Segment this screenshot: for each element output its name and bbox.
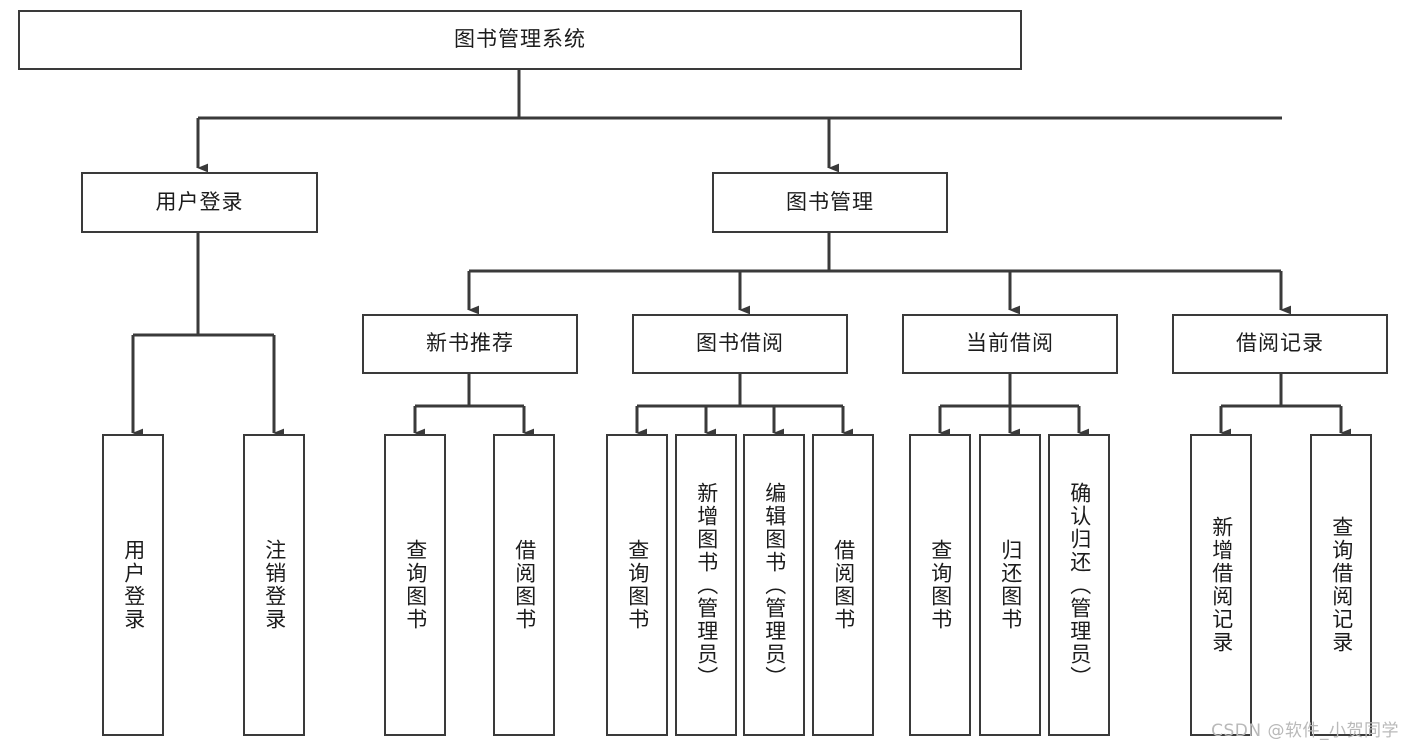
- edge-group-current-borrow: [938, 374, 1090, 438]
- node-current-borrow-label: 当前借阅: [966, 331, 1054, 356]
- leaf-logout-login-label: 注销登录: [262, 539, 287, 631]
- leaf-user-login[interactable]: 用户登录: [102, 434, 164, 736]
- leaf-add-book[interactable]: 新增图书（管理员）: [675, 434, 737, 736]
- node-book-borrow[interactable]: 图书借阅: [632, 314, 848, 374]
- leaf-query-book-1-label: 查询图书: [403, 539, 428, 631]
- leaf-query-record-label: 查询借阅记录: [1329, 516, 1354, 654]
- node-book-management-label: 图书管理: [786, 189, 874, 214]
- leaf-borrow-book-1[interactable]: 借阅图书: [493, 434, 555, 736]
- node-borrow-record-label: 借阅记录: [1236, 331, 1324, 356]
- leaf-add-record-label: 新增借阅记录: [1209, 516, 1234, 654]
- node-new-book-recommend-label: 新书推荐: [426, 331, 514, 356]
- node-root[interactable]: 图书管理系统: [18, 10, 1022, 70]
- edge-group-book-borrow: [635, 374, 854, 438]
- node-book-borrow-label: 图书借阅: [696, 331, 784, 356]
- leaf-add-record[interactable]: 新增借阅记录: [1190, 434, 1252, 736]
- leaf-edit-book-label: 编辑图书（管理员）: [762, 481, 787, 689]
- node-book-management[interactable]: 图书管理: [712, 172, 948, 233]
- edge-group-book-management: [467, 233, 1292, 315]
- leaf-add-book-label: 新增图书（管理员）: [694, 481, 719, 689]
- node-current-borrow[interactable]: 当前借阅: [902, 314, 1118, 374]
- edge-group-borrow-record: [1219, 374, 1352, 438]
- leaf-return-book-label: 归还图书: [998, 539, 1023, 631]
- leaf-confirm-return-label: 确认归还（管理员）: [1067, 481, 1092, 689]
- leaf-logout-login[interactable]: 注销登录: [243, 434, 305, 736]
- leaf-return-book[interactable]: 归还图书: [979, 434, 1041, 736]
- node-borrow-record[interactable]: 借阅记录: [1172, 314, 1388, 374]
- leaf-query-book-3[interactable]: 查询图书: [909, 434, 971, 736]
- edge-group-new-book-recommend: [413, 374, 535, 438]
- leaf-query-book-2[interactable]: 查询图书: [606, 434, 668, 736]
- edge-group-user-login: [131, 233, 285, 438]
- edge-group-root: [196, 70, 1282, 173]
- node-user-login-label: 用户登录: [155, 189, 244, 214]
- leaf-query-book-1[interactable]: 查询图书: [384, 434, 446, 736]
- leaf-query-record[interactable]: 查询借阅记录: [1310, 434, 1372, 736]
- leaf-query-book-2-label: 查询图书: [625, 539, 650, 631]
- node-new-book-recommend[interactable]: 新书推荐: [362, 314, 578, 374]
- leaf-confirm-return[interactable]: 确认归还（管理员）: [1048, 434, 1110, 736]
- leaf-borrow-book-2[interactable]: 借阅图书: [812, 434, 874, 736]
- leaf-edit-book[interactable]: 编辑图书（管理员）: [743, 434, 805, 736]
- leaf-user-login-label: 用户登录: [121, 539, 146, 631]
- leaf-borrow-book-1-label: 借阅图书: [512, 539, 537, 631]
- leaf-borrow-book-2-label: 借阅图书: [831, 539, 856, 631]
- node-root-label: 图书管理系统: [454, 27, 586, 52]
- node-user-login[interactable]: 用户登录: [81, 172, 318, 233]
- leaf-query-book-3-label: 查询图书: [928, 539, 953, 631]
